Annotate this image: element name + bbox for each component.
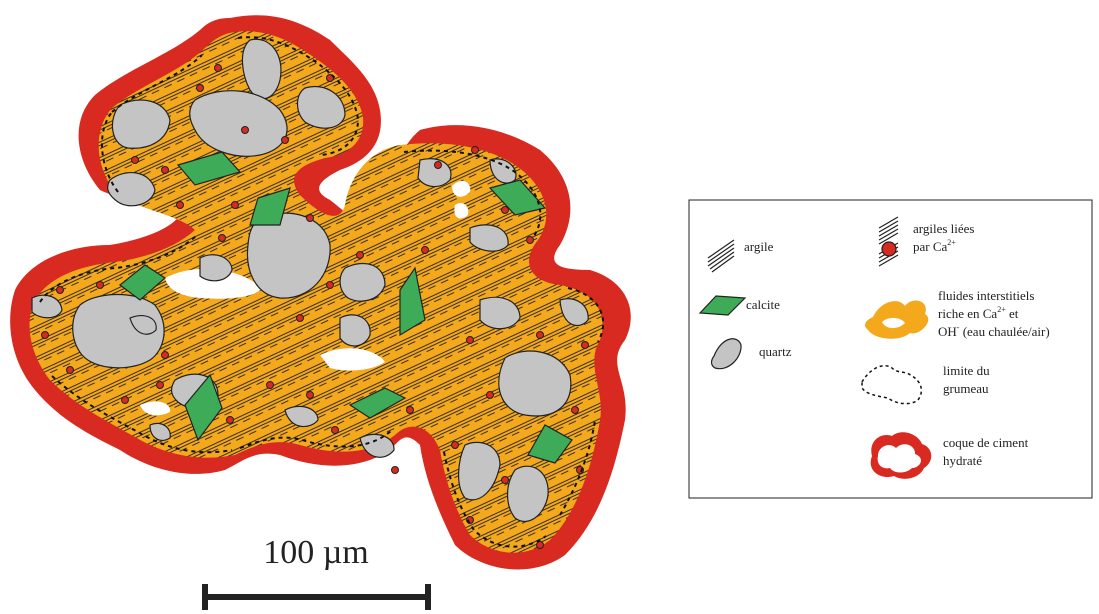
legend-fluid-line3: OH- (eau chaulée/air) [938,323,1050,339]
legend-fluid-line3-end: (eau chaulée/air) [959,324,1049,339]
legend-shell-line2: hydraté [943,453,982,468]
legend-clay-label: argile [744,239,774,254]
legend-bound-clay-line2: par Ca2+ [913,238,956,254]
legend-bound-clay-par: par Ca [913,239,948,254]
legend-quartz-label: quartz [759,344,792,359]
legend-shell-line1: coque de ciment [943,435,1029,450]
legend-fluid-line2-sup: 2+ [997,305,1006,314]
legend-bound-clay-line1: argiles liées [913,221,975,236]
quartz-grains [31,38,589,523]
legend-bound-clay-ion: 2+ [947,238,956,247]
legend-fluid-line3-start: OH [938,324,957,339]
legend-fluid-line3-sup: - [957,323,960,332]
legend-bound-clay-icon [878,216,899,267]
shell-gaps [140,180,471,416]
ca-bound-clay-dots [41,64,589,549]
legend-calcite-icon [698,295,747,316]
legend-fluid-line2-start: riche en Ca [938,306,997,321]
aggregate-diagram [10,15,631,570]
legend-fluid-line2: riche en Ca2+ et [938,305,1019,321]
scale-bar: 100 µm [202,534,431,610]
legend-fluid-line1: fluides interstitiels [938,288,1034,303]
legend-limit-line1: limite du [943,363,990,378]
legend-quartz-icon [710,338,742,370]
interstitial-fluid [29,31,603,553]
legend-fluid-line2-end: et [1006,306,1019,321]
legend-limit-line2: grumeau [943,381,989,396]
scale-label: 100 µm [263,534,369,571]
legend-fluid-icon [865,300,929,339]
grain-boundary-limit [39,36,604,548]
legend-shell-icon [870,432,932,479]
calcite-grains [119,151,573,464]
legend-box: argile calcite quartz argiles liées par … [688,199,1093,499]
legend-calcite-label: calcite [746,297,780,312]
legend-clay-icon [707,239,735,273]
